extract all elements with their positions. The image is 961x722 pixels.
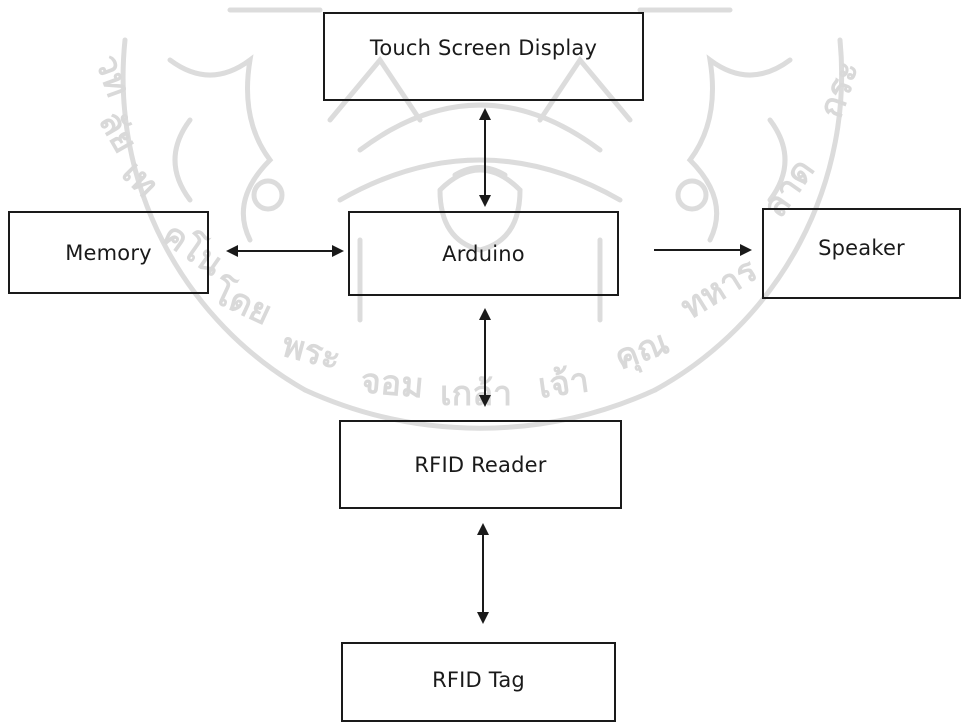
rfid-reader-block: RFID Reader (339, 420, 622, 509)
rfid-tag-block: RFID Tag (341, 642, 616, 722)
rfid-tag-label: RFID Tag (432, 668, 525, 692)
arduino-label: Arduino (442, 241, 525, 266)
svg-text:เกล้า: เกล้า (440, 374, 512, 414)
svg-text:จอม: จอม (359, 361, 425, 406)
speaker-label: Speaker (818, 236, 905, 260)
svg-text:เจ้า: เจ้า (536, 360, 592, 407)
rfid-reader-label: RFID Reader (414, 452, 547, 477)
touch-screen-display-label: Touch Screen Display (369, 36, 598, 60)
memory-label: Memory (65, 240, 152, 265)
arduino-block: Arduino (348, 211, 619, 296)
touch-screen-display-block: Touch Screen Display (323, 12, 644, 101)
memory-block: Memory (8, 211, 209, 294)
speaker-block: Speaker (762, 208, 961, 299)
